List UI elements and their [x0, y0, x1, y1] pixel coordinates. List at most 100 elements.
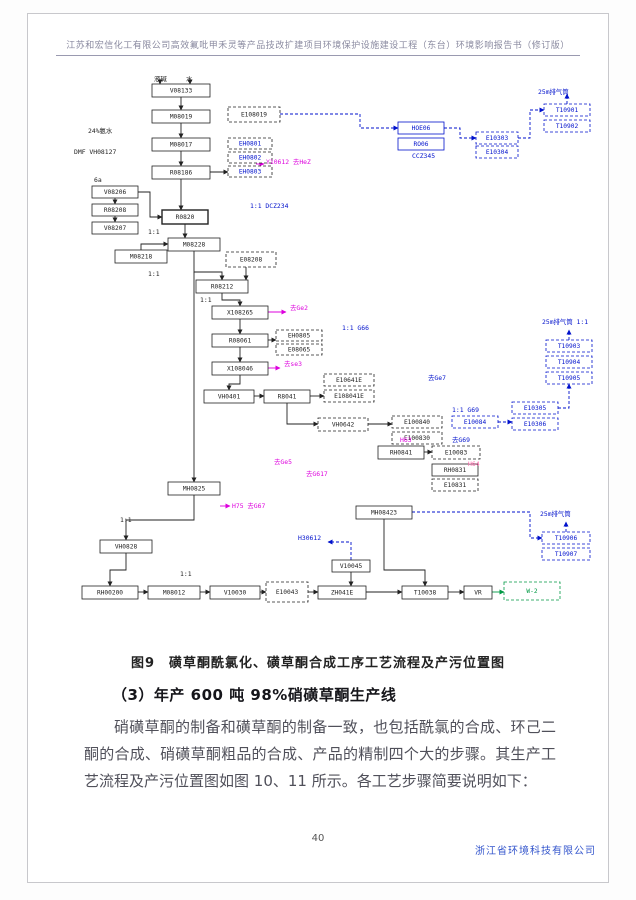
flow-node-M08218: M08218 [114, 249, 168, 264]
flow-node-RO06: RO06 [397, 137, 445, 151]
flow-label: 1:1 [148, 228, 160, 236]
flow-node-M08017: M08017 [151, 137, 211, 152]
flow-edge [286, 403, 319, 427]
flow-node-T10906: T10906 [541, 531, 591, 545]
flow-node-T10038: T10038 [401, 585, 449, 600]
svg-text:E108041E: E108041E [334, 393, 364, 400]
flow-edge [107, 553, 127, 587]
flow-node-EH0803: EH0803 [227, 165, 273, 178]
flow-node-E08208: E08208 [225, 251, 277, 268]
svg-text:RH00200: RH00200 [97, 590, 123, 597]
flow-node-E08065: E08065 [275, 343, 323, 356]
svg-text:T10903: T10903 [558, 343, 581, 350]
svg-text:E10043: E10043 [276, 589, 299, 596]
flow-node-V08133: V08133 [151, 83, 211, 98]
svg-text:E10083: E10083 [445, 450, 468, 457]
flow-node-RH0841: RH0841 [377, 445, 425, 460]
flow-label: Y10612 去HeZ [266, 157, 311, 166]
svg-text:EH0801: EH0801 [239, 141, 262, 148]
flow-label: 1:1 [148, 270, 160, 278]
svg-text:M08019: M08019 [170, 114, 193, 121]
flow-label: 1:1 G69 [452, 406, 479, 414]
flow-label: 去G69 [452, 435, 470, 444]
flow-edge [383, 519, 428, 587]
svg-text:E10304: E10304 [486, 149, 509, 156]
svg-text:V10045: V10045 [340, 563, 363, 570]
flow-node-RH00200: RH00200 [81, 585, 139, 600]
svg-text:RH0841: RH0841 [390, 450, 413, 457]
svg-text:EH0805: EH0805 [288, 333, 311, 340]
svg-text:E108019: E108019 [241, 112, 267, 119]
flow-label: H30612 [298, 534, 321, 542]
svg-text:ZH041E: ZH041E [331, 590, 354, 597]
section-heading: （3）年产 600 吨 98%硝磺草酮生产线 [112, 686, 397, 704]
flow-node-VR: VR [463, 585, 493, 600]
flow-label: 1:1 DCZ234 [250, 202, 289, 210]
flow-node-EH0801: EH0801 [227, 137, 273, 150]
flow-node-E100830: E100830 [391, 431, 443, 445]
flow-edge [140, 241, 169, 250]
flow-node-T10905: T10905 [545, 371, 593, 385]
flow-node-E10304: E10304 [475, 145, 519, 159]
svg-text:M08012: M08012 [163, 590, 186, 597]
flow-node-T10902: T10902 [543, 119, 591, 133]
flow-node-VH0401: VH0401 [203, 389, 255, 404]
flow-label: 1:1 G66 [342, 324, 369, 332]
svg-text:R08212: R08212 [211, 284, 234, 291]
flow-node-V08206: V08206 [91, 185, 139, 199]
flow-label: H63 [400, 436, 412, 444]
flow-edge [327, 539, 352, 560]
flow-edge [138, 191, 163, 220]
flow-node-M08019: M08019 [151, 109, 211, 124]
flow-node-E100840: E100840 [391, 415, 443, 429]
flow-node-R8041: R8041 [263, 389, 311, 404]
svg-text:T10907: T10907 [555, 551, 578, 558]
flow-label: 6a [94, 176, 102, 184]
svg-text:E10303: E10303 [486, 135, 509, 142]
flow-label: 1:1 [180, 570, 192, 578]
svg-text:V08133: V08133 [170, 88, 193, 95]
document-header: 江苏和宏信化工有限公司高效氟吡甲禾灵等产品技改扩建项目环境保护设施建设工程（东台… [56, 38, 580, 56]
svg-text:V08207: V08207 [104, 225, 127, 232]
flow-node-E10303: E10303 [475, 131, 519, 145]
svg-text:E08065: E08065 [288, 347, 311, 354]
flow-node-E108041E: E108041E [323, 389, 375, 403]
flow-label: DMF VH08127 [74, 148, 116, 156]
svg-text:E10641E: E10641E [336, 377, 362, 384]
flow-node-R08212: R08212 [195, 279, 249, 294]
flow-node-V08207: V08207 [91, 221, 139, 235]
flow-label: 水 [186, 76, 193, 83]
svg-text:HOE06: HOE06 [412, 125, 431, 132]
flow-node-E10306: E10306 [511, 417, 559, 431]
svg-text:T10901: T10901 [556, 107, 579, 114]
flow-label: 24%氨水 [88, 126, 113, 135]
flow-edge [193, 251, 225, 281]
flow-label: CCZ345 [412, 152, 435, 160]
flow-node-T10904: T10904 [545, 355, 593, 369]
svg-text:M08017: M08017 [170, 142, 193, 149]
page-number: 40 [311, 833, 325, 844]
svg-text:R08061: R08061 [229, 338, 252, 345]
flow-node-V10030: V10030 [209, 585, 261, 600]
document-footer: 浙江省环境科技有限公司 [475, 846, 596, 857]
flow-label: 去Ge5 [274, 457, 292, 466]
body-paragraph: 硝磺草酮的制备和磺草酮的制备一致，也包括酰氯的合成、环己二酮的合成、硝磺草酮粗品… [84, 718, 556, 790]
flow-label: 去se3 [284, 359, 302, 368]
flow-edge [123, 495, 195, 541]
svg-text:E08208: E08208 [240, 257, 263, 264]
flow-label: 去G617 [306, 469, 328, 478]
flow-edge [221, 293, 243, 307]
flow-node-E10305: E10305 [511, 401, 559, 415]
flow-label: H75 去G67 [232, 501, 265, 510]
svg-text:MH0825: MH0825 [183, 486, 206, 493]
flow-edge [280, 113, 399, 131]
flow-node-E10831: E10831 [431, 478, 479, 492]
flow-node-VH0828: VH0828 [99, 539, 153, 554]
svg-text:T10904: T10904 [558, 359, 581, 366]
flow-edge [226, 375, 241, 391]
svg-text:E10305: E10305 [524, 405, 547, 412]
svg-text:R08186: R08186 [170, 170, 193, 177]
flow-node-E10641E: E10641E [323, 373, 375, 387]
flow-node-EH0805: EH0805 [275, 329, 323, 342]
